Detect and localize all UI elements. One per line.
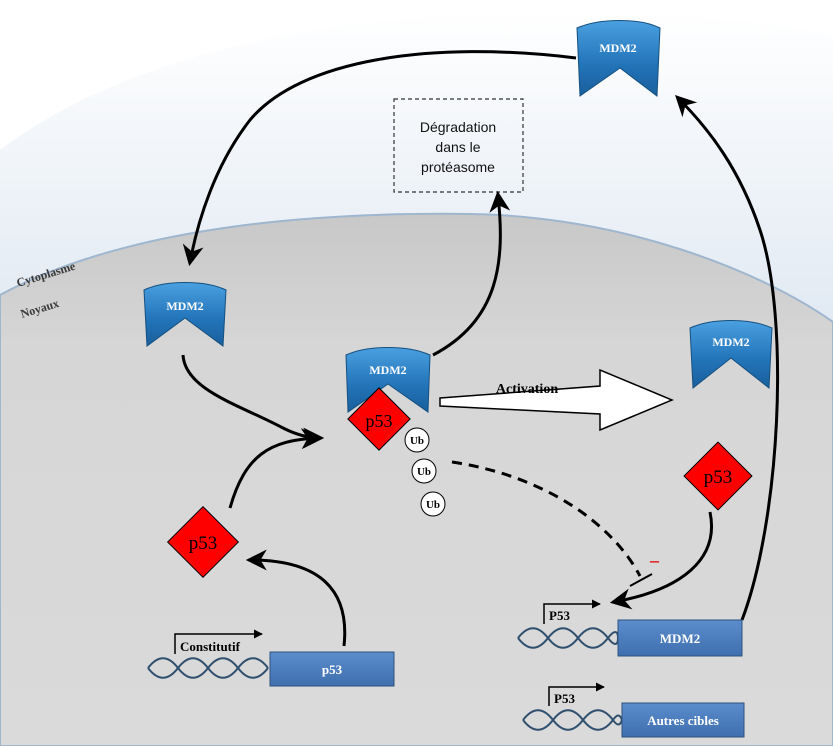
dna-helix-p53 [147, 657, 269, 679]
promoter-arrow-other [548, 682, 605, 706]
mdm2-cytoplasm-label: MDM2 [599, 41, 636, 55]
p53-binding-arrow [228, 428, 323, 509]
p53-expression-arrow [245, 549, 347, 647]
promoter-p53-other: P53 [554, 691, 575, 706]
degradation-line1: Dégradation [420, 119, 496, 135]
promoter-constitutif: Constitutif [180, 639, 241, 654]
degradation-arrow [432, 190, 511, 357]
ubiquitin-3: Ub [426, 499, 440, 511]
export-arrow [182, 50, 577, 267]
mdm2-nucleus-left: MDM2 [143, 282, 227, 347]
gene-other-targets: Autres cibles P53 [522, 682, 745, 738]
p53-left: p53 [166, 505, 240, 579]
gene-other-label: Autres cibles [647, 713, 719, 728]
ubiquitin-2: Ub [417, 466, 431, 478]
mdm2-cytoplasm: MDM2 [576, 20, 661, 97]
mdm2-expression-arrow [675, 95, 780, 621]
dna-helix-other [522, 709, 623, 731]
promoter-arrow-p53 [174, 629, 263, 654]
p53-complex-label: p53 [366, 411, 393, 431]
promoter-arrow-mdm2 [543, 599, 601, 624]
degradation-line2: dans le [435, 139, 480, 155]
mdm2-nucleus-left-label: MDM2 [166, 299, 203, 313]
degradation-line3: protéasome [421, 159, 495, 175]
inhibition-line [451, 460, 653, 587]
inhibition-sign: – [649, 550, 660, 570]
gene-p53: p53 Constitutif [147, 629, 395, 687]
promoter-p53-mdm2: P53 [549, 608, 570, 623]
mdm2-nucleus-right-label: MDM2 [712, 335, 749, 349]
mdm2-complex-label: MDM2 [369, 363, 406, 377]
gene-p53-label: p53 [322, 662, 343, 677]
gene-mdm2-label: MDM2 [660, 631, 700, 646]
degradation-box: Dégradation dans le protéasome [393, 98, 524, 193]
mdm2-nucleus-right: MDM2 [689, 320, 773, 389]
p53-left-label: p53 [189, 533, 218, 554]
activation-label: Activation [496, 382, 558, 397]
ubiquitin-1: Ub [410, 435, 424, 447]
activation-arrow [439, 368, 674, 432]
p53-right: p53 [683, 441, 753, 511]
dna-helix-mdm2 [517, 627, 619, 649]
mdm2-p53-complex: MDM2 p53 [345, 347, 431, 451]
p53-transactivation-arrow [609, 511, 713, 610]
p53-right-label: p53 [704, 467, 733, 488]
gene-mdm2: MDM2 P53 [517, 599, 743, 657]
ubiquitin-chain: Ub Ub Ub [404, 427, 446, 517]
